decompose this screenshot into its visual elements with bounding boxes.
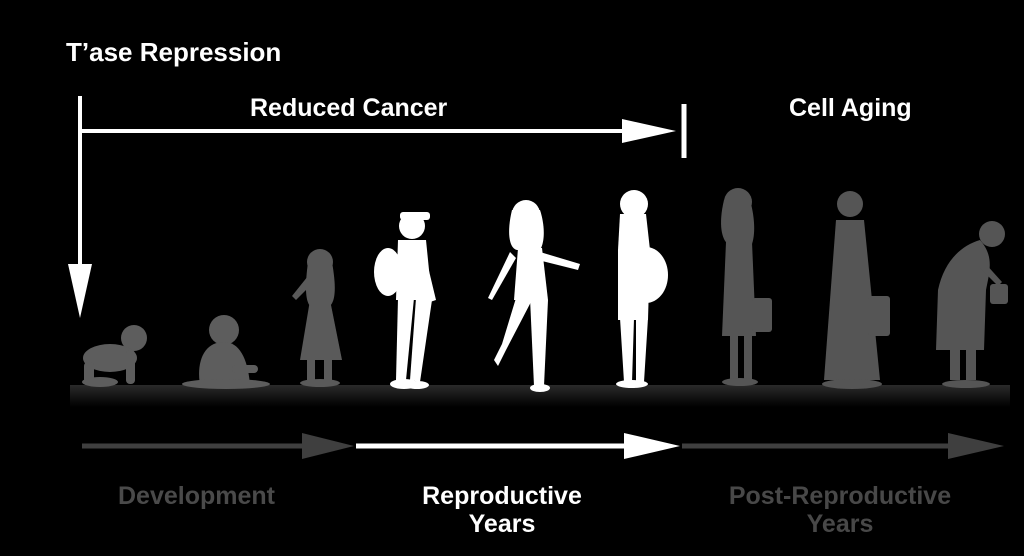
reproductive-timeline-arrow	[356, 433, 680, 459]
sitting-toddler-figure	[182, 315, 270, 389]
cell-aging-label: Cell Aging	[789, 94, 912, 122]
elderly-woman-figure	[936, 221, 1008, 388]
post-reproductive-years-label: Post-Reproductive Years	[700, 482, 980, 538]
post-reproductive-timeline-arrow	[682, 433, 1004, 459]
woman-coat-figure	[822, 191, 890, 389]
woman-handbag-figure	[721, 188, 772, 386]
dancing-woman-figure	[488, 200, 580, 392]
development-timeline-arrow	[82, 433, 354, 459]
reproductive-line-2: Years	[468, 510, 536, 538]
teen-figure	[374, 212, 436, 389]
reproductive-line-1: Reproductive	[422, 482, 582, 510]
reduced-cancer-label: Reduced Cancer	[250, 94, 448, 122]
young-girl-figure	[292, 249, 342, 387]
development-label: Development	[118, 482, 275, 510]
crawling-baby-figure	[82, 325, 147, 387]
post-reproductive-line-1: Post-Reproductive	[728, 482, 952, 510]
tase-repression-label: T’ase Repression	[66, 37, 282, 67]
repression-arrow	[68, 96, 92, 318]
reproductive-years-label: Reproductive Years	[392, 482, 612, 538]
post-reproductive-line-2: Years	[806, 510, 874, 538]
floor-reflection	[70, 385, 1010, 407]
pregnant-woman-figure	[616, 190, 668, 388]
reduced-cancer-arrow	[80, 119, 676, 143]
